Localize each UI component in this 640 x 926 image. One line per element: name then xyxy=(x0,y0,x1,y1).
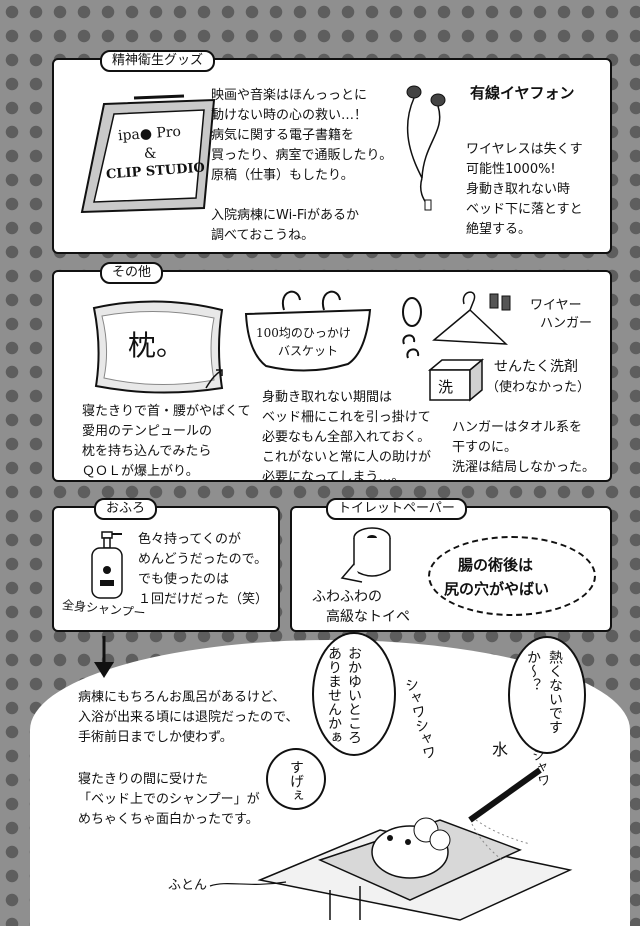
detergent-label-2: （使わなかった） xyxy=(486,380,591,395)
speech-wow: すげぇ xyxy=(288,760,304,802)
bottom-text-line: めちゃくちゃ面白かったです。 xyxy=(78,812,259,827)
detergent-illustration: 洗 xyxy=(426,356,486,402)
detergent-box-icon xyxy=(427,358,485,402)
futon-label: ふとん xyxy=(168,878,208,893)
toilet-paper-icon xyxy=(340,527,391,583)
panel-others-tab: その他 xyxy=(100,262,164,284)
earphone-text-line: 絶望する。 xyxy=(466,222,532,237)
basket-label-1: 100均のひっかけ xyxy=(256,326,351,340)
panel-toilet-paper-tab: トイレットペーパー xyxy=(326,498,467,520)
bath-text-line: めんどうだったので。 xyxy=(138,552,268,567)
hanger-icon xyxy=(402,291,511,359)
earphone-icon xyxy=(406,85,446,211)
speech-itchy: おかゆいところありませんかぁ xyxy=(326,646,362,744)
wifi-text-line: 調べておこうね。 xyxy=(211,228,315,243)
bottom-text-line: 手術前日までしか使わず。 xyxy=(78,730,233,745)
pillow-text-line: 寝たきりで首・腰がやばくて xyxy=(82,404,251,419)
speech-bubble-hot: 熱くないですか〜？ xyxy=(508,636,586,754)
detergent-box-label: 洗 xyxy=(438,378,454,396)
wavy-bubble: 腸の術後は 尻の穴がやばい xyxy=(428,536,596,616)
bubble-line-2: 尻の穴がやばい xyxy=(444,580,550,598)
pillow-text-line: 枕を持ち込んでみたら xyxy=(82,444,212,459)
bubble-line-1: 腸の術後は xyxy=(458,556,534,574)
earphone-title: 有線イヤフォン xyxy=(470,84,575,102)
panel-others: その他 枕。 寝たきりで首・腰がやばくて 愛用のテンピュールの 枕を持ち込んでみ… xyxy=(52,262,612,485)
ipad-icon xyxy=(80,94,216,214)
panel-mental-goods-tab: 精神衛生グッズ xyxy=(100,50,216,72)
speech-bubble-itchy: おかゆいところありませんかぁ xyxy=(312,632,396,756)
detergent-label-1: せんたく洗剤 xyxy=(494,359,578,375)
bottom-text-line: 入浴が出来る頃には退院だったので、 xyxy=(78,710,299,725)
ipad-label-2: & xyxy=(144,146,157,162)
basket-label-2: バスケット xyxy=(278,344,339,358)
mental-text-line: 映画や音楽はほんっっとに xyxy=(211,88,368,103)
basket-text-line: ベッド柵にこれを引っ掛けて xyxy=(262,410,431,425)
panel-toilet-paper: トイレットペーパー ふわふわの 高級なトイペ 腸の術後は 尻の穴がやばい xyxy=(290,498,612,632)
ipad-illustration: ipa● Pro & CLIP STUDIO xyxy=(74,94,224,216)
bottom-text-line: 寝たきりの間に受けた xyxy=(78,772,209,787)
basket-text-line: これがないと常に人の助けが xyxy=(262,450,432,465)
hanger-illustration xyxy=(394,286,524,366)
hanger-text-line: 洗濯は結局しなかった。 xyxy=(452,460,596,475)
panel-mental-goods: 精神衛生グッズ ipa● Pro & CLIP STUDIO 映画や音楽はほんっ… xyxy=(52,50,612,254)
hanger-label-2: ハンガー xyxy=(540,316,593,331)
hanger-text-line: 干すのに。 xyxy=(452,440,518,455)
speech-bubble-wow: すげぇ xyxy=(266,748,326,810)
down-arrow-icon xyxy=(94,636,114,678)
mental-text-line: 原稿（仕事）もしたり。 xyxy=(211,168,354,183)
paper-label-1: ふわふわの xyxy=(312,589,382,605)
earphone-text-line: ベッド下に落とすと xyxy=(466,202,583,217)
shampoo-label: 全身シャンプー xyxy=(61,597,147,621)
earphone-text-line: 身動き取れない時 xyxy=(466,182,571,197)
speech-hot: 熱くないですか〜？ xyxy=(525,650,563,734)
earphone-illustration xyxy=(394,82,454,212)
bath-text-line: １回だけだった（笑） xyxy=(138,592,269,607)
pillow-label: 枕。 xyxy=(128,329,185,362)
bed-shampoo-illustration xyxy=(257,767,573,921)
hanger-text-line: ハンガーはタオル系を xyxy=(452,420,583,435)
basket-text-line: 必要になってしまう…。 xyxy=(262,470,405,485)
basket-illustration: 100均のひっかけ バスケット xyxy=(238,282,378,378)
mental-text-line: 買ったり、病室で通販したり。 xyxy=(211,148,393,163)
panel-bath: おふろ 全身シャンプー 色々持ってくのが めんどうだったので。 でも使ったのは … xyxy=(52,498,280,632)
pillow-text-line: ＱＯＬが爆上がり。 xyxy=(82,464,199,479)
futon-pointer-line xyxy=(209,881,287,887)
mental-text-line: 病気に関する電子書籍を xyxy=(211,128,355,143)
bottom-text-line: 病棟にもちろんお風呂があるけど、 xyxy=(78,690,286,705)
arrow-icon xyxy=(205,369,223,389)
panel-bath-tab: おふろ xyxy=(94,498,158,520)
pillow-illustration: 枕。 xyxy=(88,298,228,396)
pillow-icon xyxy=(92,300,224,394)
hanger-label-1: ワイヤー xyxy=(530,298,582,313)
hook-basket-icon xyxy=(244,290,372,372)
earphone-text-line: ワイヤレスは失くす xyxy=(466,142,583,157)
shampoo-bottle-icon xyxy=(91,531,123,599)
basket-text-line: 身動き取れない期間は xyxy=(262,390,393,405)
pillow-text-line: 愛用のテンピュールの xyxy=(82,424,213,439)
bottom-text-line: 「ベッド上でのシャンプー」が xyxy=(78,792,260,807)
bath-text-line: でも使ったのは xyxy=(138,572,230,587)
sfx-water: 水 xyxy=(492,740,509,759)
paper-label-2: 高級なトイペ xyxy=(326,609,410,625)
basket-text-line: 必要なもん全部入れておく。 xyxy=(262,430,431,445)
wifi-text-line: 入院病棟にWi-Fiがあるか xyxy=(211,208,360,223)
mental-text-line: 動けない時の心の救い…！ xyxy=(211,108,368,123)
earphone-text-line: 可能性1000%! xyxy=(466,162,556,177)
bath-text-line: 色々持ってくのが xyxy=(138,532,241,547)
